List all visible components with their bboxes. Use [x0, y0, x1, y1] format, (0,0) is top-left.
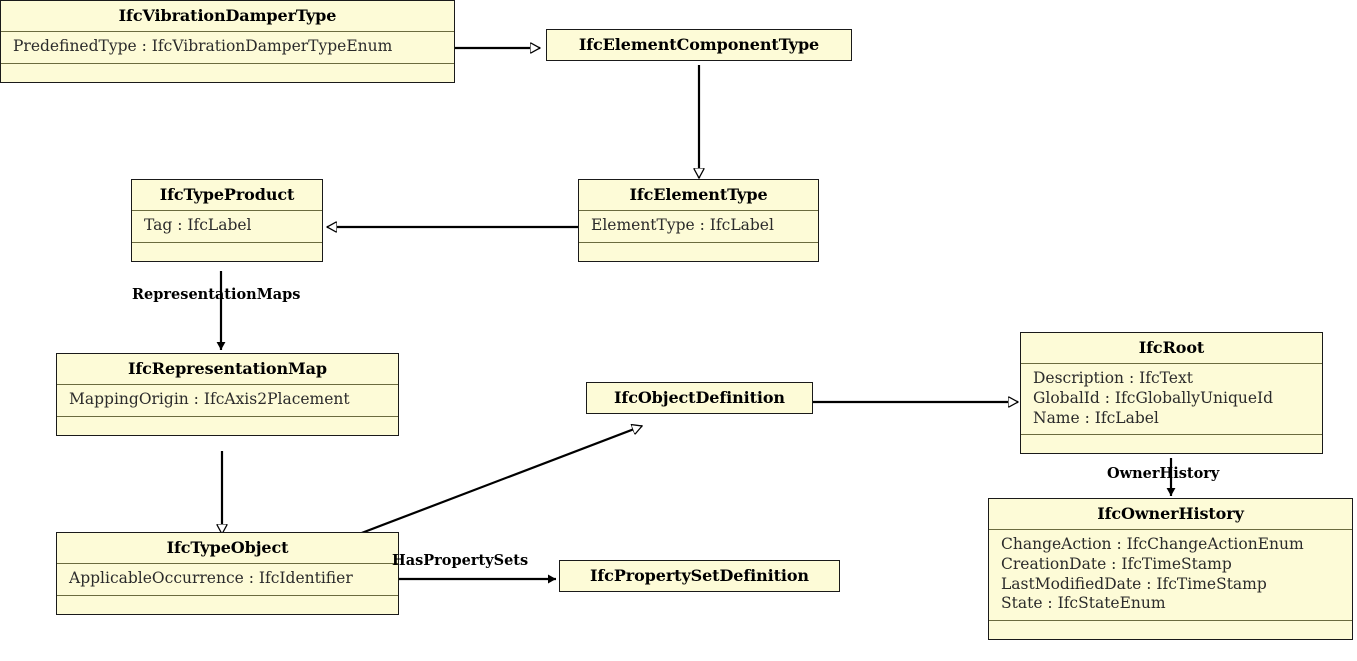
- class-operations: [989, 620, 1352, 639]
- class-operations: [57, 594, 398, 614]
- class-attributes: Description : IfcText GlobalId : IfcGlob…: [1021, 363, 1322, 434]
- class-ifctypeobject[interactable]: IfcTypeObject ApplicableOccurrence : Ifc…: [56, 532, 399, 615]
- class-ifcownerhistory[interactable]: IfcOwnerHistory ChangeAction : IfcChange…: [988, 498, 1353, 641]
- class-name: IfcElementType: [629, 185, 768, 204]
- attribute: LastModifiedDate : IfcTimeStamp: [1001, 574, 1267, 593]
- edge-typeobject-to-objectdefinition: [358, 426, 642, 536]
- class-ifcvibrationdampertype[interactable]: IfcVibrationDamperType PredefinedType : …: [0, 0, 455, 83]
- class-ifcelementcomponenttype[interactable]: IfcElementComponentType: [546, 29, 852, 61]
- attribute: PredefinedType : IfcVibrationDamperTypeE…: [13, 37, 393, 55]
- class-attributes: MappingOrigin : IfcAxis2Placement: [57, 384, 398, 416]
- class-ifcrepresentationmap[interactable]: IfcRepresentationMap MappingOrigin : Ifc…: [56, 353, 399, 436]
- class-ifcelementtype[interactable]: IfcElementType ElementType : IfcLabel: [578, 179, 819, 262]
- class-ifcpropertysetdefinition[interactable]: IfcPropertySetDefinition: [559, 560, 840, 592]
- class-attributes: PredefinedType : IfcVibrationDamperTypeE…: [1, 31, 454, 63]
- class-operations: [132, 241, 322, 261]
- class-ifcobjectdefinition[interactable]: IfcObjectDefinition: [586, 382, 813, 414]
- attribute: Tag : IfcLabel: [144, 216, 252, 234]
- class-name: IfcRoot: [1138, 338, 1205, 357]
- class-attributes: ChangeAction : IfcChangeActionEnum Creat…: [989, 529, 1352, 620]
- class-name: IfcTypeObject: [166, 538, 289, 557]
- class-attributes: Tag : IfcLabel: [132, 210, 322, 242]
- attribute: MappingOrigin : IfcAxis2Placement: [69, 390, 350, 408]
- edge-label-haspropertysets: HasPropertySets: [392, 552, 529, 569]
- class-attributes: ElementType : IfcLabel: [579, 210, 818, 242]
- class-name: IfcObjectDefinition: [614, 388, 785, 407]
- class-attributes: ApplicableOccurrence : IfcIdentifier: [57, 563, 398, 595]
- attribute: Description : IfcText: [1033, 369, 1193, 387]
- class-operations: [579, 241, 818, 261]
- edge-label-representationmaps: RepresentationMaps: [132, 286, 301, 303]
- class-name: IfcTypeProduct: [159, 185, 295, 204]
- attribute: ElementType : IfcLabel: [591, 216, 774, 234]
- attribute: GlobalId : IfcGloballyUniqueId: [1033, 388, 1274, 407]
- class-name: IfcRepresentationMap: [127, 359, 327, 378]
- edge-label-ownerhistory: OwnerHistory: [1107, 465, 1220, 482]
- class-name: IfcVibrationDamperType: [118, 6, 337, 25]
- class-name: IfcPropertySetDefinition: [590, 566, 809, 585]
- class-operations: [57, 415, 398, 435]
- class-name: IfcElementComponentType: [578, 35, 820, 54]
- class-ifcroot[interactable]: IfcRoot Description : IfcText GlobalId :…: [1020, 332, 1323, 455]
- class-operations: [1021, 434, 1322, 453]
- class-operations: [1, 62, 454, 82]
- attribute: State : IfcStateEnum: [1001, 594, 1166, 613]
- class-name: IfcOwnerHistory: [1097, 504, 1244, 523]
- attribute: ChangeAction : IfcChangeActionEnum: [1001, 535, 1304, 553]
- attribute: ApplicableOccurrence : IfcIdentifier: [69, 569, 353, 587]
- attribute: Name : IfcLabel: [1033, 408, 1159, 427]
- class-ifctypeproduct[interactable]: IfcTypeProduct Tag : IfcLabel: [131, 179, 323, 262]
- attribute: CreationDate : IfcTimeStamp: [1001, 554, 1232, 573]
